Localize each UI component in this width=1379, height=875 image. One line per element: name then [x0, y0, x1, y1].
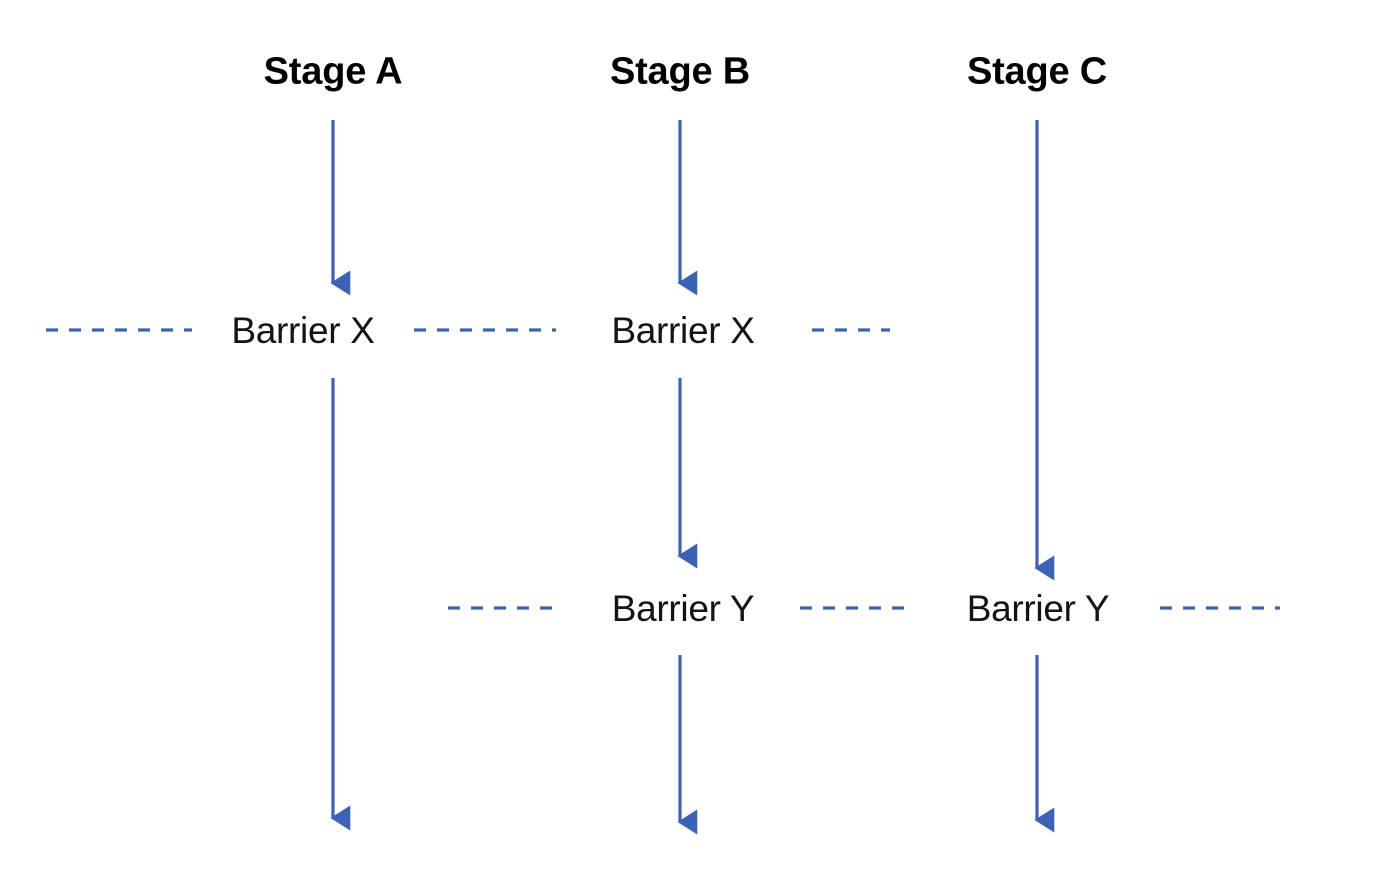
stage-header-stage-b: Stage B	[609, 50, 751, 93]
arrow-group	[330, 120, 1055, 835]
barrier-label-barrier-y-stage-b: Barrier Y	[597, 588, 769, 630]
stage-header-stage-a: Stage A	[263, 50, 403, 93]
dashed-connector-group	[46, 328, 1280, 610]
barrier-label-barrier-x-stage-a: Barrier X	[217, 310, 389, 352]
barrier-label-barrier-x-stage-b: Barrier X	[597, 310, 769, 352]
stage-header-stage-c: Stage C	[966, 50, 1108, 93]
barrier-label-barrier-y-stage-c: Barrier Y	[952, 588, 1124, 630]
